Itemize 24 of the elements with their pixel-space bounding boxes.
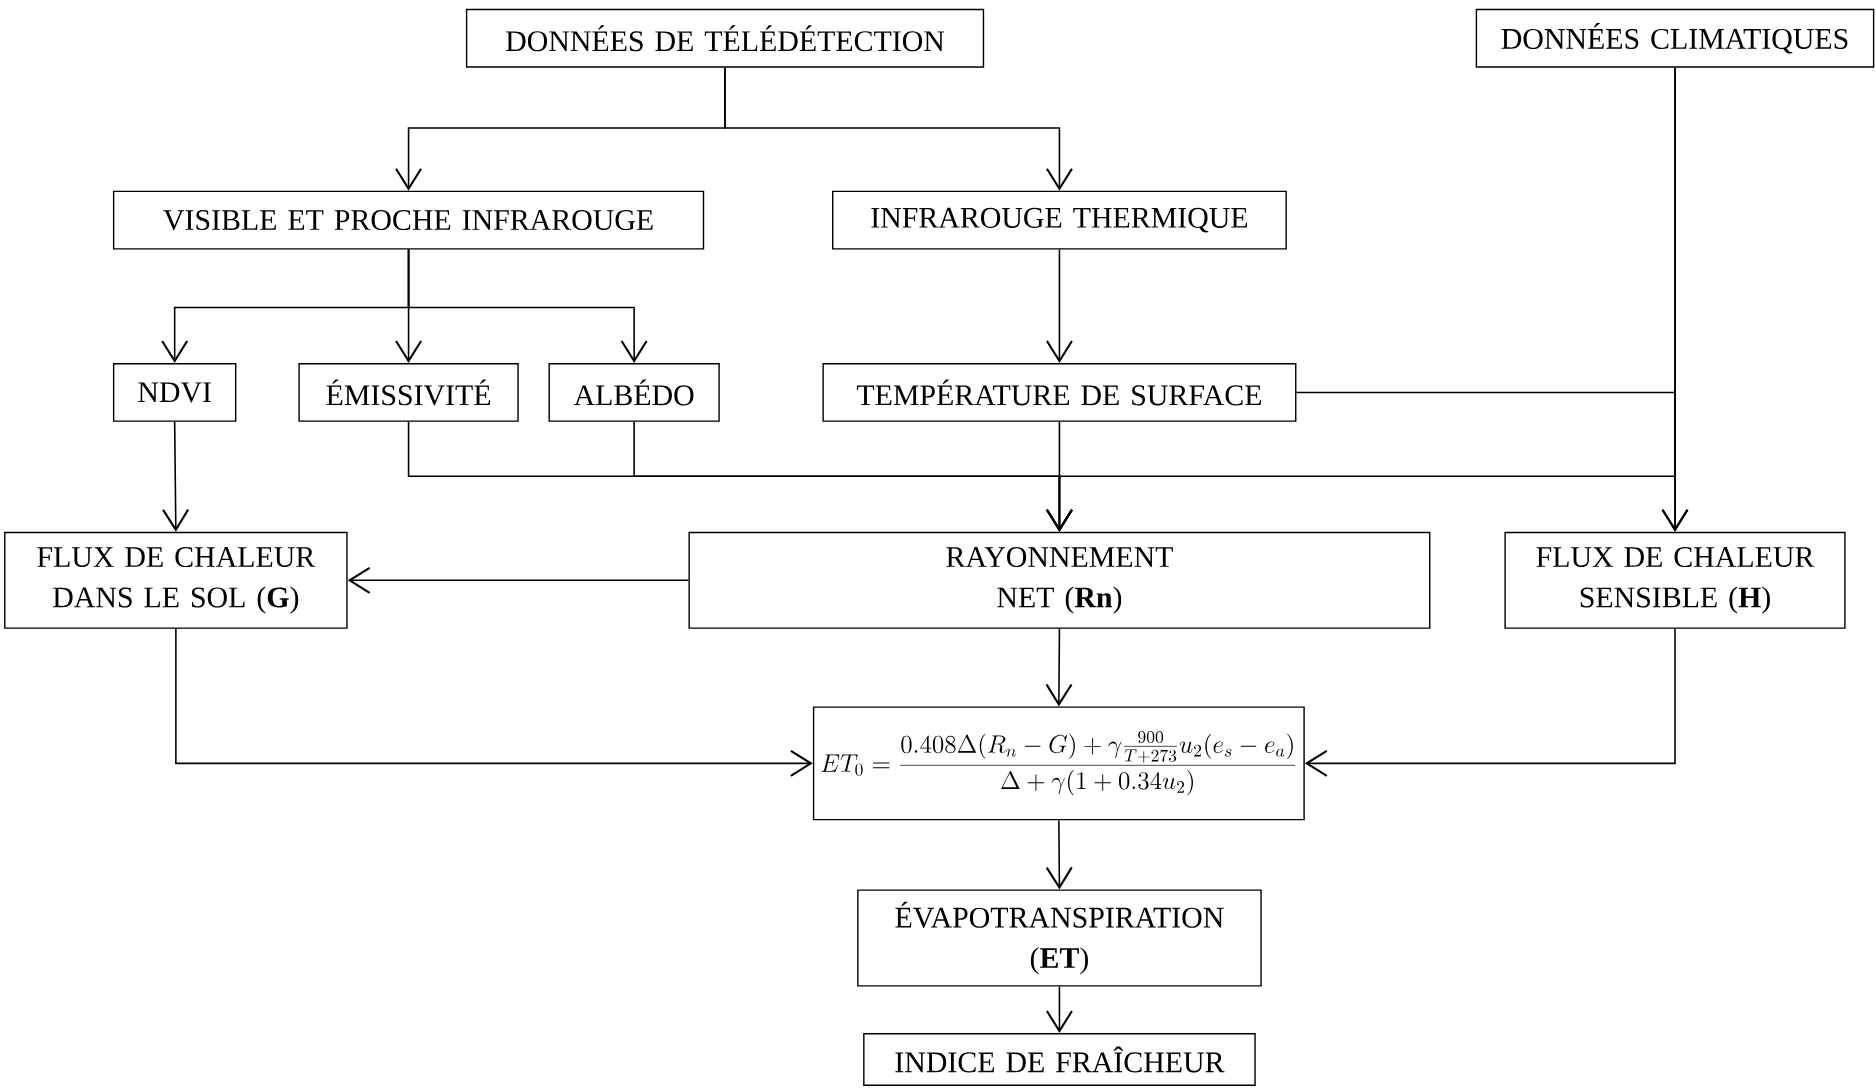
arrow xyxy=(407,249,648,364)
process-box: ÉVAPOTRANSPIRATION (ET) xyxy=(857,889,1262,987)
formula-box: $ET_0=\frac{0.408\Delta(R_n-G)+\gamma\frac{900}{T+273}u_2(e_s-e_a)}{\Delta+\gamma(1+0.34u_2)}$ xyxy=(812,706,1305,821)
process-box: NDVI xyxy=(112,363,237,423)
process-box: INFRAROUGE THERMIQUE xyxy=(832,190,1287,250)
arrow xyxy=(1046,67,1676,532)
arrow xyxy=(1045,628,1073,707)
arrow xyxy=(1046,249,1073,364)
arrow xyxy=(724,67,1073,191)
process-box: ÉMISSIVITÉ xyxy=(298,363,519,423)
process-box: DONNÉES DE TÉLÉDÉTECTION xyxy=(465,9,985,68)
process-box: INDICE DE FRAÎCHEUR xyxy=(863,1033,1256,1087)
process-box: FLUX DE CHALEUR DANS LE SOL (G) xyxy=(4,531,348,630)
arrow xyxy=(1045,819,1073,890)
process-box: VISIBLE ET PROCHE INFRAROUGE xyxy=(112,190,705,250)
process-box: ALBÉDO xyxy=(548,363,720,423)
process-box: RAYONNEMENT NET (Rn) xyxy=(688,531,1431,630)
arrow xyxy=(162,421,190,532)
arrow xyxy=(1304,628,1676,777)
arrow xyxy=(347,567,690,594)
process-box: TEMPÉRATURE DE SURFACE xyxy=(822,363,1297,423)
process-box: FLUX DE CHALEUR SENSIBLE (H) xyxy=(1504,531,1846,630)
arrow xyxy=(175,628,813,777)
process-box: DONNÉES CLIMATIQUES xyxy=(1475,9,1875,68)
